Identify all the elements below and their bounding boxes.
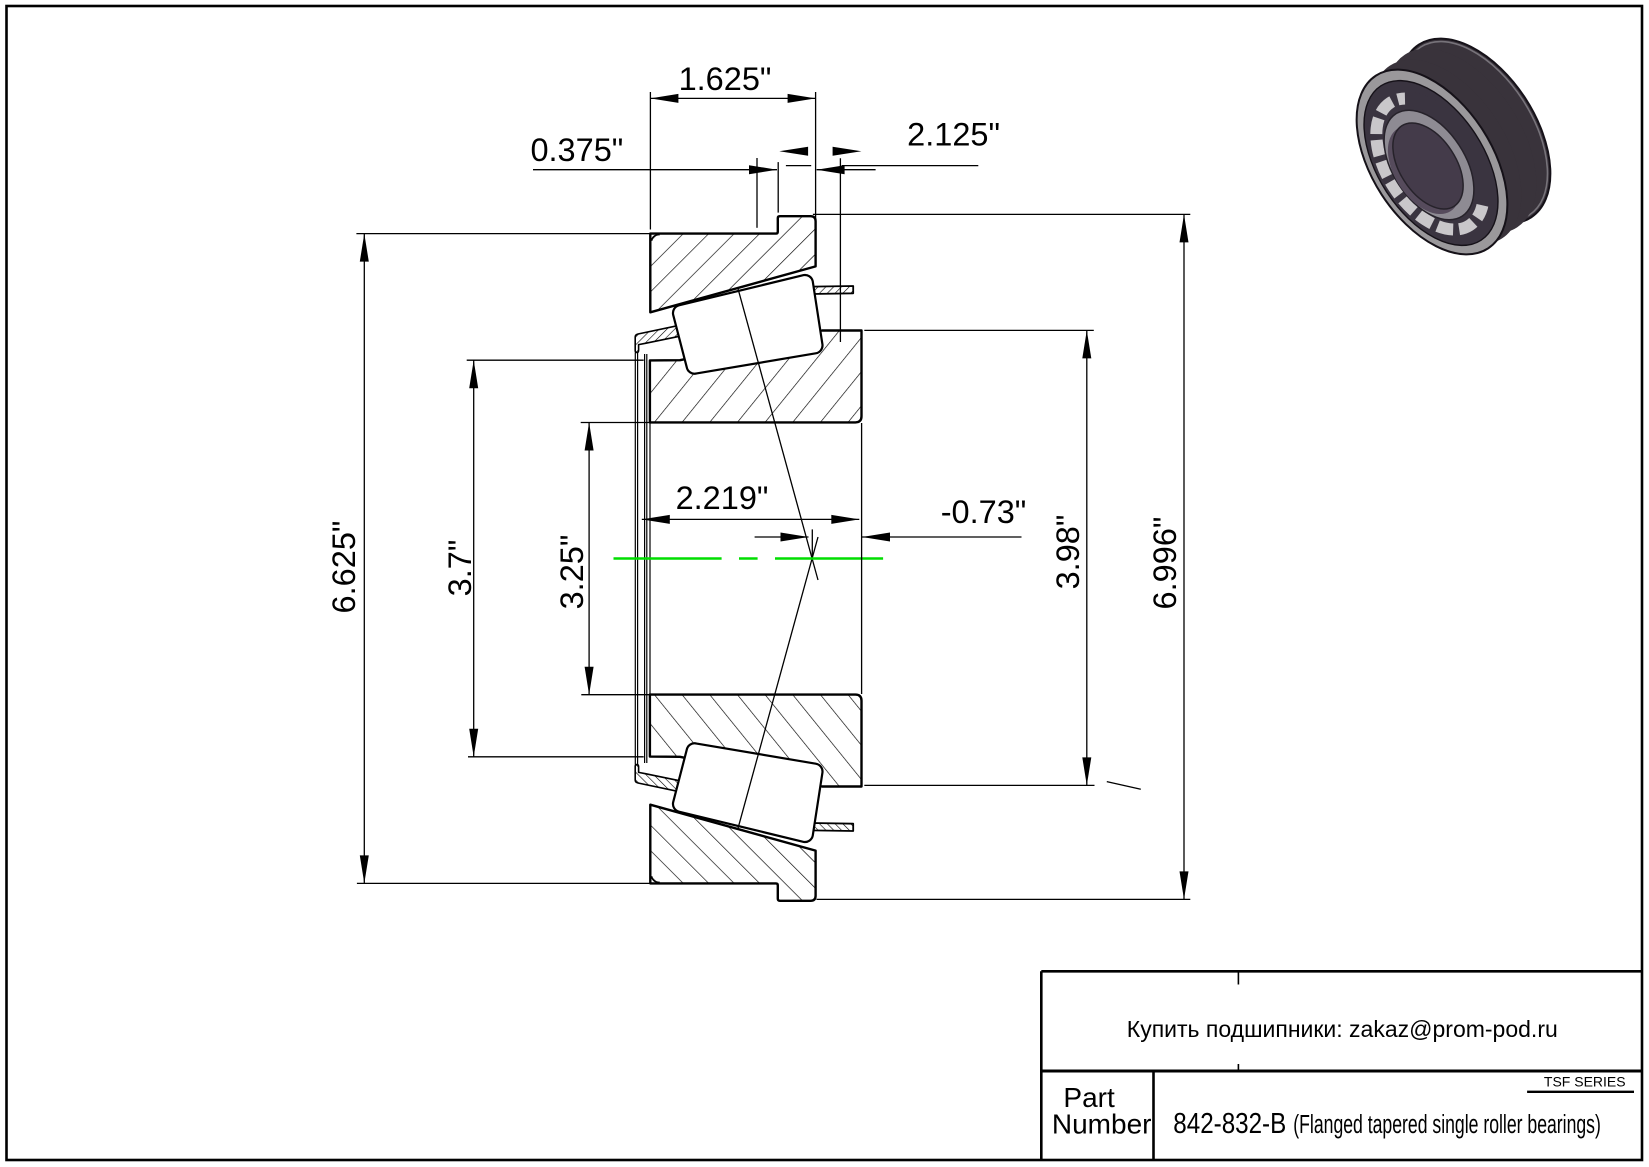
svg-text:3.25": 3.25" bbox=[554, 535, 590, 610]
svg-text:-0.73": -0.73" bbox=[941, 494, 1027, 530]
svg-text:1.625": 1.625" bbox=[679, 61, 772, 97]
svg-text:0.375": 0.375" bbox=[530, 132, 623, 168]
svg-text:Купить подшипники: zakaz@prom-: Купить подшипники: zakaz@prom-pod.ru bbox=[1127, 1016, 1558, 1042]
svg-text:2.125": 2.125" bbox=[907, 116, 1000, 152]
svg-text:6.996": 6.996" bbox=[1147, 517, 1183, 610]
svg-text:2.219": 2.219" bbox=[676, 480, 769, 516]
svg-text:842-832-B: 842-832-B bbox=[1173, 1107, 1286, 1140]
svg-text:6.625": 6.625" bbox=[326, 521, 362, 614]
svg-text:3.98": 3.98" bbox=[1050, 515, 1086, 590]
svg-text:Part: Part bbox=[1063, 1082, 1115, 1113]
svg-text:TSF SERIES: TSF SERIES bbox=[1544, 1073, 1626, 1089]
svg-text:3.7": 3.7" bbox=[442, 540, 478, 597]
svg-text:Number: Number bbox=[1052, 1108, 1152, 1139]
svg-text:(Flanged tapered single roller: (Flanged tapered single roller bearings) bbox=[1293, 1110, 1601, 1139]
